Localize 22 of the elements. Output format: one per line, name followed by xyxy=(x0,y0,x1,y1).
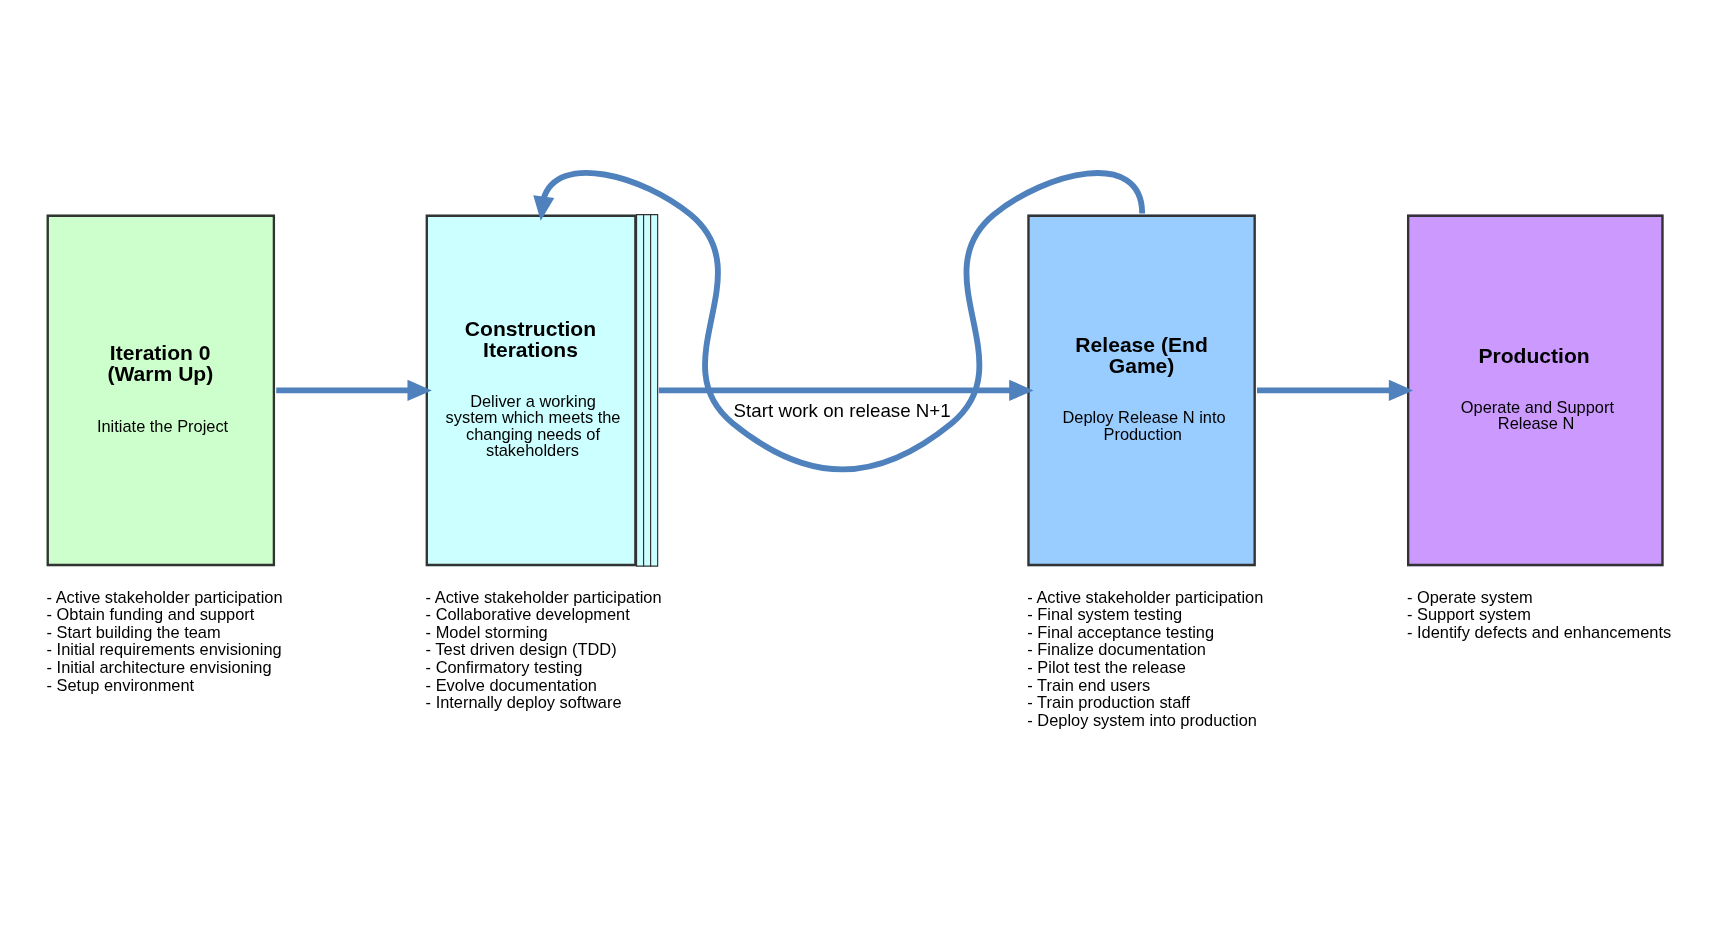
arrow xyxy=(1257,379,1414,401)
node-label: - Active stakeholder participation xyxy=(46,587,283,606)
node-label: - Operate system xyxy=(1406,587,1533,606)
node-label: - Internally deploy software xyxy=(425,692,622,711)
arrow xyxy=(658,379,1034,401)
node-label: - Evolve documentation xyxy=(425,675,597,694)
node-label: - Final acceptance testing xyxy=(1027,622,1215,641)
node-label: - Model storming xyxy=(425,622,548,641)
node-label: - Confirmatory testing xyxy=(425,657,583,676)
node-label: - Pilot test the release xyxy=(1027,657,1186,676)
node-label: - Start building the team xyxy=(46,622,221,641)
arrow xyxy=(276,379,432,401)
node-label: - Identify defects and enhancements xyxy=(1406,622,1672,641)
node-label: - Train production staff xyxy=(1027,692,1191,711)
node-label: - Setup environment xyxy=(46,675,195,694)
node-label: - Initial architecture envisioning xyxy=(46,657,272,676)
node-label: - Train end users xyxy=(1027,675,1151,694)
node-label: - Deploy system into production xyxy=(1027,710,1257,729)
edge-label: Start work on release N+1 xyxy=(733,399,951,421)
node-label: - Active stakeholder participation xyxy=(425,587,662,606)
arrow xyxy=(533,169,1146,472)
node-label: - Active stakeholder participation xyxy=(1027,587,1264,606)
